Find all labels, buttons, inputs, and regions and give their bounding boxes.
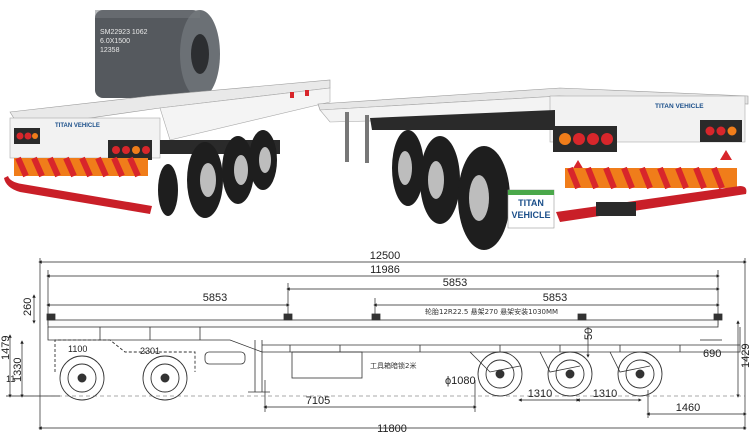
dim-axle-spacing-2: 1310: [593, 388, 617, 400]
dim-lock-spacing-left: 5853: [203, 292, 227, 304]
dim-lock-spacing-right: 5853: [543, 292, 567, 304]
left-wheels: [158, 130, 277, 218]
toolbox-note: 工具箱暗锁2米: [370, 361, 416, 370]
trailer-photos-svg: SM22923 1062 6.0X1500 12358 TITAN VEHICL…: [4, 10, 749, 250]
dim-platform-height: 1330: [12, 358, 24, 382]
right-rear-lights: [553, 120, 742, 152]
dim-chassis-length: 11986: [370, 264, 400, 276]
trailer-outline: [46, 313, 741, 393]
dim-wheel-diameter: ϕ1080: [445, 375, 476, 387]
drawing-wheels: [54, 339, 663, 401]
dim-axle-spacing-1: 1310: [528, 388, 552, 400]
dim-bed-length: 11800: [377, 423, 407, 435]
right-brand-label: TITAN VEHICLE: [655, 103, 704, 110]
dim-small-11: 11: [6, 374, 15, 384]
right-rear-bumper: [556, 186, 747, 222]
dim-kingpin-to-axle: 7105: [306, 395, 330, 407]
left-rear-lights: [14, 128, 152, 160]
left-reflective-stripes: [14, 156, 148, 178]
dim-neck-height: 260: [22, 298, 34, 316]
left-trailer-photo: SM22923 1062 6.0X1500 12358 TITAN VEHICL…: [4, 10, 331, 218]
right-trailer-photo: TITAN VEHICLE TITAN VEHICLE: [317, 87, 749, 250]
side-view-drawing: 12500 11986 5853 5853 5853 轮胎12R22.5 悬架2…: [0, 250, 750, 435]
right-wheels: [392, 130, 510, 250]
trailer-photos: SM22923 1062 6.0X1500 12358 TITAN VEHICL…: [4, 10, 749, 250]
tire-suspension-note: 轮胎12R22.5 悬架270 悬架安装1030MM: [425, 307, 558, 316]
dim-landing-gear-left: 1100: [68, 344, 87, 354]
right-reflective-stripes: [565, 166, 737, 190]
dim-rear-height: 1429: [740, 344, 750, 368]
left-brand-label: TITAN VEHICLE: [55, 123, 100, 129]
dim-rear-end: 690: [703, 348, 721, 360]
landing-gear-leg: [345, 112, 349, 162]
coil-label-line-2: 6.0X1500: [100, 38, 130, 45]
steel-coil: SM22923 1062 6.0X1500 12358: [95, 10, 220, 98]
coil-label-line-3: 12358: [100, 47, 120, 54]
mudflap-text-line-2: VEHICLE: [511, 210, 550, 220]
dim-lock-spacing-center: 5853: [443, 277, 467, 289]
right-mudflap: TITAN VEHICLE: [507, 189, 555, 229]
mudflap-text-line-1: TITAN: [518, 198, 544, 208]
dimension-lines: [6, 258, 747, 430]
left-rear-bumper: [4, 176, 152, 214]
dim-overall-length: 12500: [370, 250, 401, 262]
left-deck-side: [159, 87, 331, 141]
coil-label-line-1: SM22923 1062: [100, 29, 148, 36]
right-chassis: [370, 110, 555, 130]
dim-front-height: 1479: [0, 336, 12, 360]
dim-landing-gear-right: 2301: [140, 346, 160, 356]
dim-rear-overhang: 1460: [676, 402, 700, 414]
